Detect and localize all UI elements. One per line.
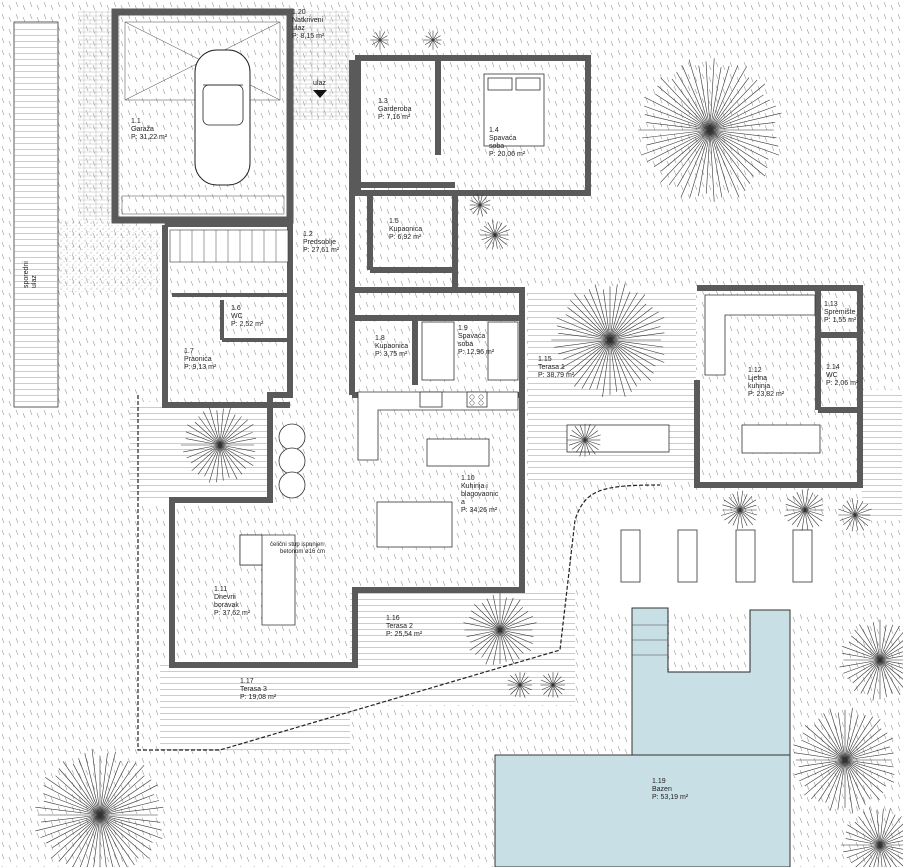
summer-kitchen-counter	[704, 294, 816, 376]
tree-icon	[507, 672, 532, 698]
tree-icon	[469, 193, 491, 217]
tree-icon	[784, 488, 824, 531]
entrance-arrow-icon	[313, 90, 327, 98]
house-walls	[162, 60, 525, 668]
tree-icon	[480, 219, 510, 250]
tree-icon	[540, 672, 565, 698]
sun-loungers	[620, 529, 813, 583]
sofa-living	[239, 534, 296, 626]
tree-icon	[463, 592, 537, 665]
bedroom-wing-walls	[352, 55, 591, 385]
driveway-strip	[13, 21, 59, 408]
side-entrance-label: sporedni ulaz	[23, 259, 38, 288]
garden-path	[137, 395, 661, 751]
interior-partitions	[165, 223, 290, 342]
kitchen-counter	[357, 391, 519, 461]
tree-icon	[567, 423, 601, 457]
gravel-path	[60, 220, 160, 292]
bed-master	[483, 73, 545, 147]
entry-steps	[169, 229, 289, 263]
tree-icon	[35, 748, 164, 867]
tree-icon	[793, 707, 895, 814]
dining-table-main	[376, 438, 490, 548]
tree-icon	[180, 407, 256, 483]
entrance-label: ulaz	[313, 80, 326, 87]
tree-icon	[370, 30, 389, 50]
tree-icon	[551, 283, 665, 397]
swimming-pool	[494, 607, 791, 867]
svg-text:ulaz: ulaz	[313, 80, 326, 87]
summer-kitchen-walls	[694, 285, 863, 488]
beds-room-1-9	[421, 321, 519, 381]
column-note: čelični stup ispunjen betonom ø16 cm	[270, 542, 325, 555]
outdoor-seats	[278, 423, 306, 499]
dining-table-summer-kitchen	[741, 424, 821, 454]
car-icon	[194, 49, 251, 186]
tree-icon	[721, 490, 758, 529]
tree-icon	[838, 497, 872, 532]
tree-icon	[839, 619, 903, 701]
tree-icon	[638, 58, 782, 202]
trees	[35, 30, 903, 867]
svg-text:čelični stup ispunjen: čelični stup ispunjen	[270, 542, 324, 548]
terrace-paving	[290, 10, 350, 120]
svg-text:sporedni ulaz: sporedni ulaz	[23, 259, 38, 288]
tree-icon	[423, 30, 442, 50]
svg-text:betonom ø16 cm: betonom ø16 cm	[280, 549, 325, 555]
